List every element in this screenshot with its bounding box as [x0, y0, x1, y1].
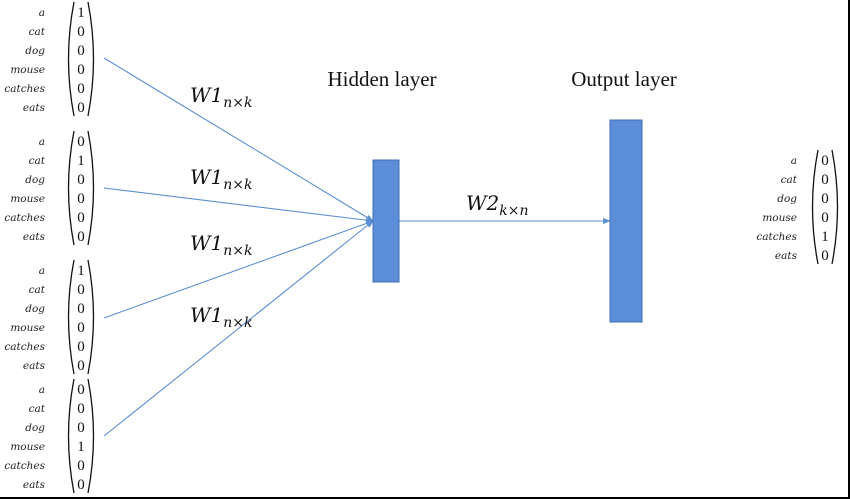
vector-bit: 1: [77, 153, 85, 169]
connection-edges: [103, 57, 611, 437]
right-bracket: [87, 259, 95, 375]
input-weight-label-4: W1n×k: [190, 303, 253, 331]
input-edge-3: [103, 220, 374, 319]
vocab-word: cat: [29, 403, 46, 415]
input-edge-2: [103, 187, 374, 224]
vector-bit: 0: [77, 320, 85, 336]
right-bracket: [87, 1, 95, 117]
vocab-word: a: [39, 384, 45, 396]
input-vector-1: a 1 cat 0 dog 0 mouse 0 catches 0 eats 0: [4, 1, 95, 117]
vector-bit: 1: [77, 263, 85, 279]
vocab-word: cat: [29, 155, 46, 167]
vector-bit: 0: [821, 248, 829, 264]
vector-bit: 0: [77, 420, 85, 436]
left-bracket: [67, 130, 75, 246]
right-bracket: [87, 130, 95, 246]
vocab-word: a: [791, 155, 797, 167]
right-bracket: [831, 149, 839, 265]
input-edge-4: [103, 220, 374, 437]
output-weight-label: W2k×n: [466, 191, 529, 219]
vocab-word: eats: [23, 479, 46, 491]
vocab-word: cat: [29, 26, 46, 38]
vocab-word: eats: [775, 250, 798, 262]
vocab-word: mouse: [10, 441, 45, 453]
vocab-word: catches: [756, 231, 797, 243]
vocab-word: dog: [777, 193, 797, 205]
vocab-word: mouse: [10, 193, 45, 205]
vector-bit: 0: [77, 229, 85, 245]
output-layer-box: [609, 119, 643, 323]
vector-bit: 0: [77, 382, 85, 398]
left-bracket: [67, 259, 75, 375]
vector-bit: 1: [77, 439, 85, 455]
vocab-word: a: [39, 136, 45, 148]
vocab-word: catches: [4, 212, 45, 224]
vector-bit: 0: [77, 358, 85, 374]
vector-bit: 0: [77, 282, 85, 298]
vocab-word: mouse: [10, 322, 45, 334]
vocab-word: mouse: [762, 212, 797, 224]
vocab-word: catches: [4, 83, 45, 95]
vector-bit: 0: [77, 339, 85, 355]
vector-bit: 1: [77, 5, 85, 21]
input-weight-label-1: W1n×k: [190, 83, 253, 111]
vocab-word: dog: [25, 303, 45, 315]
vocab-word: a: [39, 7, 45, 19]
output-layer-label: Output layer: [571, 67, 677, 91]
vector-bit: 0: [821, 153, 829, 169]
input-vector-3: a 1 cat 0 dog 0 mouse 0 catches 0 eats 0: [4, 259, 95, 375]
vector-bit: 0: [77, 100, 85, 116]
output-vector: a 0 cat 0 dog 0 mouse 0 catches 1 eats 0: [756, 149, 839, 265]
vocab-word: dog: [25, 422, 45, 434]
vocab-word: eats: [23, 102, 46, 114]
left-bracket: [67, 1, 75, 117]
input-weight-label-3: W1n×k: [190, 231, 253, 259]
input-vector-4: a 0 cat 0 dog 0 mouse 1 catches 0 eats 0: [4, 378, 95, 494]
vector-bit: 0: [821, 172, 829, 188]
vector-bit: 0: [821, 210, 829, 226]
vector-bit: 0: [77, 134, 85, 150]
vector-bit: 0: [77, 172, 85, 188]
vocab-word: catches: [4, 341, 45, 353]
vocab-word: cat: [781, 174, 798, 186]
vocab-word: a: [39, 265, 45, 277]
left-bracket: [811, 149, 819, 265]
vector-bit: 0: [77, 401, 85, 417]
vector-bit: 0: [77, 24, 85, 40]
vocab-word: dog: [25, 174, 45, 186]
left-bracket: [67, 378, 75, 494]
vector-bit: 0: [77, 477, 85, 493]
word-vectors: a 1 cat 0 dog 0 mouse 0 catches 0 eats 0 a 0 cat 1 dog 0 m…: [4, 1, 839, 494]
hidden-layer-label: Hidden layer: [327, 67, 436, 91]
input-vector-2: a 0 cat 1 dog 0 mouse 0 catches 0 eats 0: [4, 130, 95, 246]
vector-bit: 0: [77, 458, 85, 474]
vocab-word: mouse: [10, 64, 45, 76]
vocab-word: eats: [23, 360, 46, 372]
vocab-word: cat: [29, 284, 46, 296]
vector-bit: 0: [77, 43, 85, 59]
right-bracket: [87, 378, 95, 494]
vector-bit: 0: [77, 81, 85, 97]
input-weight-label-2: W1n×k: [190, 165, 253, 193]
vector-bit: 0: [821, 191, 829, 207]
vector-bit: 0: [77, 301, 85, 317]
vector-bit: 0: [77, 191, 85, 207]
vocab-word: dog: [25, 45, 45, 57]
vocab-word: eats: [23, 231, 46, 243]
input-edge-1: [103, 57, 374, 222]
vector-bit: 0: [77, 210, 85, 226]
vector-bit: 0: [77, 62, 85, 78]
hidden-layer-box: [372, 159, 400, 283]
vector-bit: 1: [821, 229, 829, 245]
vocab-word: catches: [4, 460, 45, 472]
